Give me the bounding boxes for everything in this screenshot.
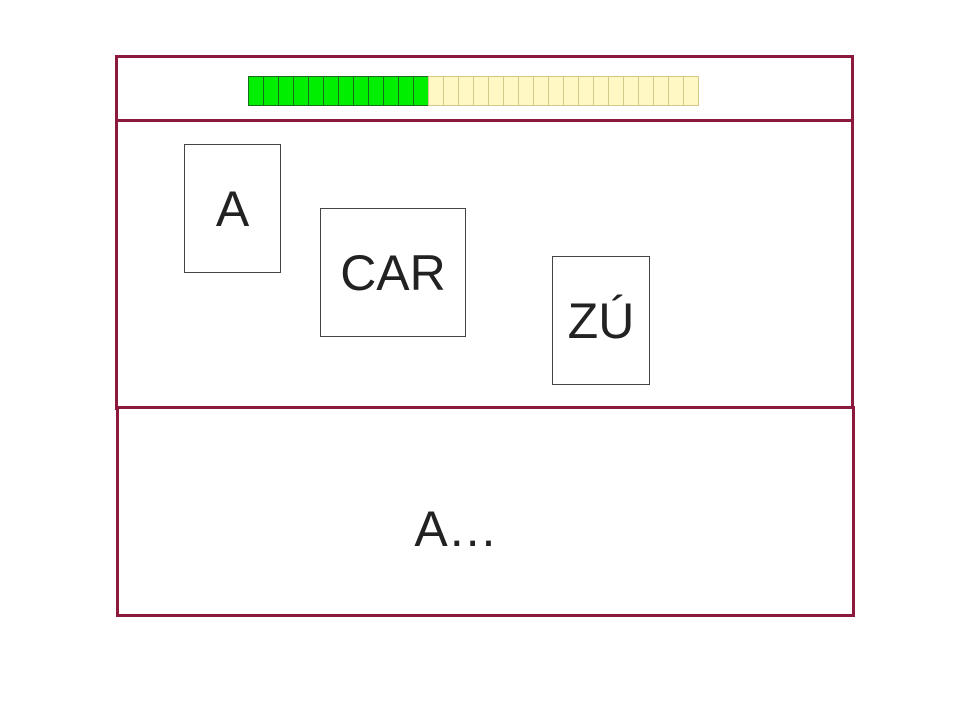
answer-area[interactable]: [116, 406, 855, 617]
progress-segment: [413, 76, 429, 106]
progress-segment: [293, 76, 309, 106]
progress-segment: [338, 76, 354, 106]
syllable-card-car[interactable]: CAR: [320, 208, 466, 337]
progress-segment: [458, 76, 474, 106]
syllable-card-zu[interactable]: ZÚ: [552, 256, 650, 385]
progress-segment: [398, 76, 414, 106]
progress-segment: [683, 76, 699, 106]
progress-segment: [443, 76, 459, 106]
progress-bar: [248, 76, 699, 106]
progress-segment: [563, 76, 579, 106]
progress-segment: [278, 76, 294, 106]
progress-segment: [383, 76, 399, 106]
progress-segment: [428, 76, 444, 106]
progress-segment: [503, 76, 519, 106]
progress-segment: [548, 76, 564, 106]
progress-segment: [533, 76, 549, 106]
progress-segment: [263, 76, 279, 106]
progress-segment: [593, 76, 609, 106]
progress-segment: [323, 76, 339, 106]
progress-segment: [638, 76, 654, 106]
progress-segment: [668, 76, 684, 106]
progress-segment: [518, 76, 534, 106]
progress-segment: [473, 76, 489, 106]
progress-segment: [353, 76, 369, 106]
answer-text: A…: [414, 501, 498, 557]
progress-segment: [488, 76, 504, 106]
progress-segment: [368, 76, 384, 106]
progress-segment: [653, 76, 669, 106]
progress-segment: [623, 76, 639, 106]
syllable-card-a[interactable]: A: [184, 144, 281, 273]
progress-segment: [608, 76, 624, 106]
progress-segment: [578, 76, 594, 106]
progress-segment: [248, 76, 264, 106]
progress-segment: [308, 76, 324, 106]
